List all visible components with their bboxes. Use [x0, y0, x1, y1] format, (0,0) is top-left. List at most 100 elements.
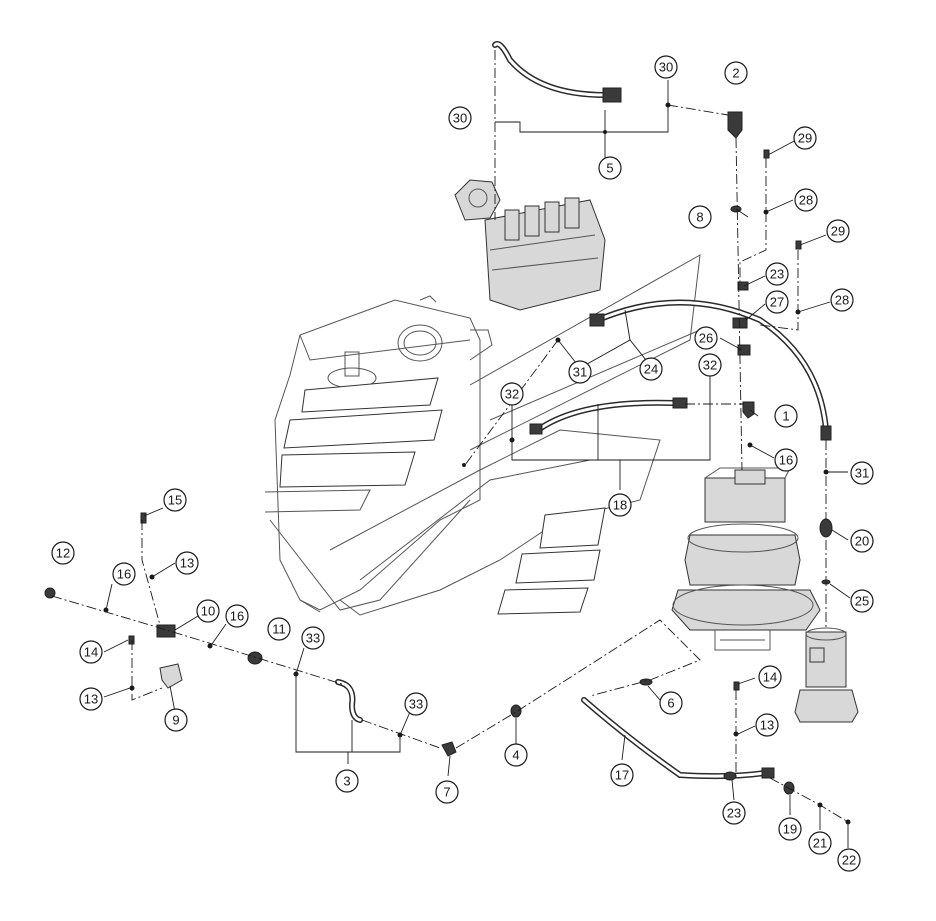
callout-25: 25: [850, 589, 874, 613]
svg-text:22: 22: [842, 853, 856, 868]
svg-text:23: 23: [770, 267, 784, 282]
svg-text:31: 31: [573, 365, 587, 380]
svg-text:16: 16: [230, 609, 244, 624]
callout-16: 16: [112, 562, 136, 586]
callout-32: 32: [500, 382, 524, 406]
callout-13: 13: [79, 687, 103, 711]
callout-16: 16: [225, 604, 249, 628]
callout-13: 13: [755, 713, 779, 737]
callout-22: 22: [837, 848, 861, 872]
callout-17: 17: [610, 763, 634, 787]
svg-text:30: 30: [659, 60, 673, 75]
svg-text:30: 30: [453, 111, 467, 126]
callout-8: 8: [688, 205, 712, 229]
callout-29: 29: [826, 219, 850, 243]
svg-text:27: 27: [770, 295, 784, 310]
callout-33: 33: [301, 626, 325, 650]
callout-32: 32: [698, 353, 722, 377]
callout-21: 21: [808, 831, 832, 855]
callout-11: 11: [267, 617, 291, 641]
hose-18: [529, 397, 688, 435]
callout-12: 12: [51, 541, 75, 565]
svg-text:28: 28: [835, 293, 849, 308]
svg-text:5: 5: [606, 161, 613, 176]
callout-24: 24: [639, 357, 663, 381]
swing-motor: [671, 467, 821, 651]
svg-text:9: 9: [172, 713, 179, 728]
svg-text:3: 3: [343, 774, 350, 789]
connection-dots: [103, 102, 851, 825]
svg-text:7: 7: [443, 785, 450, 800]
svg-text:17: 17: [615, 768, 629, 783]
hose-3: [335, 679, 363, 723]
svg-text:21: 21: [813, 836, 827, 851]
svg-text:2: 2: [732, 66, 739, 81]
callout-10: 10: [196, 599, 220, 623]
svg-text:33: 33: [409, 697, 423, 712]
svg-text:25: 25: [855, 594, 869, 609]
svg-text:29: 29: [831, 224, 845, 239]
svg-text:16: 16: [117, 567, 131, 582]
callout-9: 9: [164, 708, 188, 732]
hose-24: [589, 299, 832, 441]
svg-text:14: 14: [763, 670, 777, 685]
svg-text:13: 13: [84, 692, 98, 707]
swivel-joint: [794, 627, 859, 723]
svg-text:16: 16: [779, 453, 793, 468]
svg-text:13: 13: [180, 556, 194, 571]
leader-lines: [51, 50, 851, 848]
callout-6: 6: [659, 691, 683, 715]
callout-18: 18: [608, 493, 632, 517]
svg-text:15: 15: [168, 493, 182, 508]
hose-17: [581, 697, 775, 780]
svg-text:28: 28: [799, 193, 813, 208]
callout-23: 23: [722, 801, 746, 825]
callout-28: 28: [794, 188, 818, 212]
callout-15: 15: [163, 488, 187, 512]
control-valve: [454, 179, 606, 311]
callout-5: 5: [598, 156, 622, 180]
svg-text:26: 26: [699, 331, 713, 346]
svg-text:32: 32: [703, 358, 717, 373]
hydraulic-tank: [264, 295, 493, 613]
svg-text:8: 8: [696, 210, 703, 225]
callout-33: 33: [404, 692, 428, 716]
callouts: 30 30 2 5 29 8 28 29 23 27 28 26 31 24 3…: [51, 55, 874, 872]
svg-text:23: 23: [727, 806, 741, 821]
svg-text:31: 31: [855, 466, 869, 481]
svg-text:6: 6: [667, 696, 674, 711]
callout-28: 28: [830, 288, 854, 312]
svg-text:20: 20: [855, 534, 869, 549]
callout-1: 1: [774, 404, 798, 428]
callout-2: 2: [724, 61, 748, 85]
svg-text:33: 33: [306, 631, 320, 646]
svg-text:32: 32: [505, 387, 519, 402]
callout-30: 30: [654, 55, 678, 79]
svg-text:18: 18: [613, 498, 627, 513]
callout-23: 23: [765, 262, 789, 286]
hose-5: [492, 41, 622, 103]
callout-14: 14: [758, 665, 782, 689]
callout-14: 14: [79, 640, 103, 664]
callout-13: 13: [175, 551, 199, 575]
svg-text:11: 11: [272, 622, 286, 637]
svg-text:29: 29: [798, 131, 812, 146]
callout-31: 31: [568, 360, 592, 384]
frame-panels: [329, 254, 701, 616]
callout-27: 27: [765, 290, 789, 314]
callout-30: 30: [448, 106, 472, 130]
callout-19: 19: [778, 817, 802, 841]
callout-3: 3: [335, 769, 359, 793]
callout-31: 31: [850, 461, 874, 485]
svg-text:12: 12: [56, 546, 70, 561]
callout-26: 26: [694, 326, 718, 350]
callout-29: 29: [793, 126, 817, 150]
callout-16: 16: [774, 448, 798, 472]
fittings: [44, 111, 833, 795]
callout-7: 7: [435, 780, 459, 804]
svg-text:1: 1: [782, 409, 789, 424]
svg-text:19: 19: [783, 822, 797, 837]
svg-text:4: 4: [512, 748, 519, 763]
callout-20: 20: [850, 529, 874, 553]
